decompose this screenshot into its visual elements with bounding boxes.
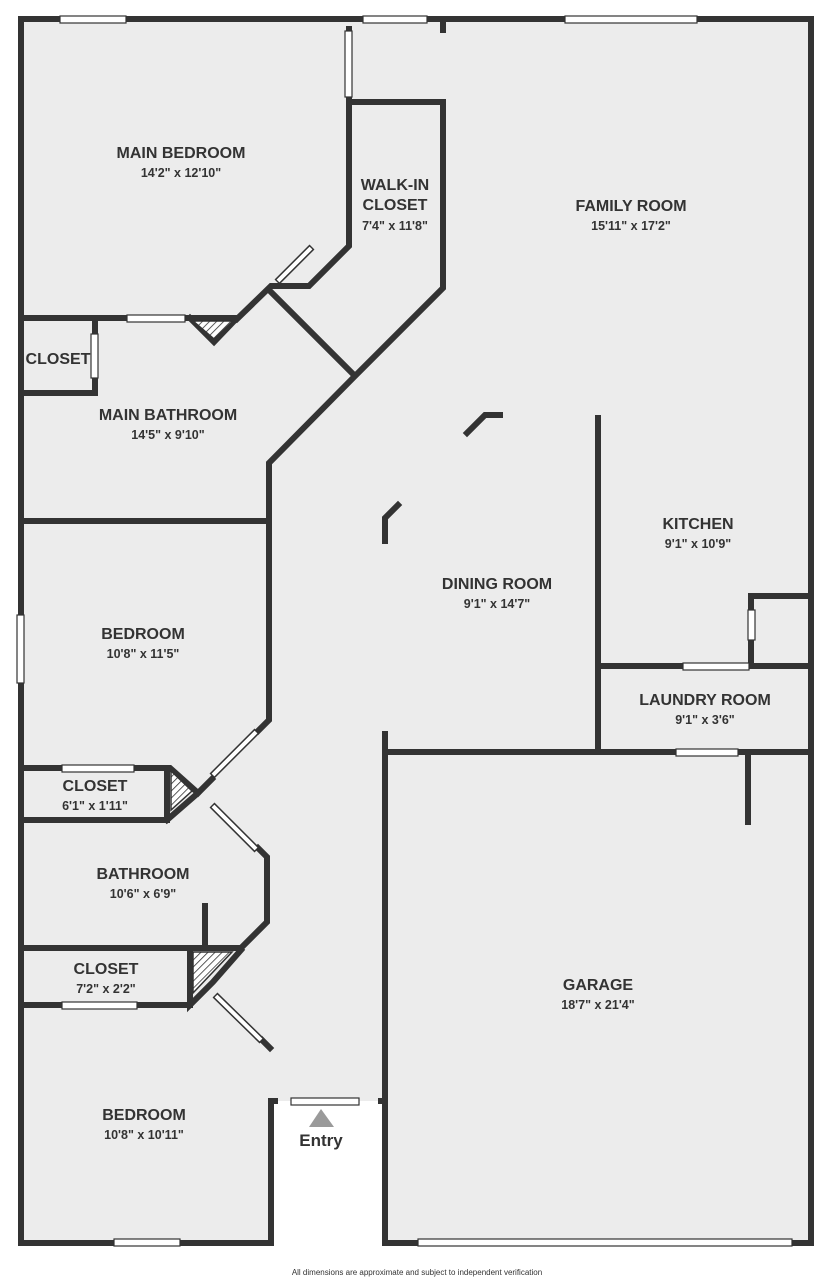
door-kitchen-pantry xyxy=(747,609,756,641)
room-dims-laundry-room: 9'1" x 3'6" xyxy=(675,713,735,727)
door-main-bath xyxy=(126,314,186,323)
room-name-family-room: FAMILY ROOM xyxy=(575,198,686,215)
window-bedroom-left xyxy=(16,614,25,684)
room-name-bedroom-1: BEDROOM xyxy=(101,626,185,643)
exterior-walls xyxy=(18,16,814,1246)
window-bedroom-bottom xyxy=(113,1238,181,1247)
openings xyxy=(16,15,793,1247)
room-dims-walk-in: 7'4" x 11'8" xyxy=(362,219,428,233)
room-dims-main-bedroom: 14'2" x 12'10" xyxy=(141,166,221,180)
hatch-closet-2 xyxy=(192,951,234,995)
room-name-laundry-room: LAUNDRY ROOM xyxy=(639,692,771,709)
room-name-main-bedroom: MAIN BEDROOM xyxy=(117,145,246,162)
window-family-room xyxy=(564,15,698,24)
room-name-garage: GARAGE xyxy=(563,977,634,994)
room-name-closet-main: CLOSET xyxy=(26,351,91,368)
room-name-walk-in-1: WALK-IN xyxy=(361,177,429,194)
door-closet-1 xyxy=(61,764,135,773)
room-dims-bathroom: 10'6" x 6'9" xyxy=(110,887,177,901)
room-name-bathroom: BATHROOM xyxy=(96,866,189,883)
room-dims-family-room: 15'11" x 17'2" xyxy=(591,219,671,233)
room-name-bedroom-2: BEDROOM xyxy=(102,1107,186,1124)
room-name-closet-1: CLOSET xyxy=(63,778,128,795)
room-dims-closet-1: 6'1" x 1'11" xyxy=(62,799,128,813)
room-dims-bedroom-1: 10'8" x 11'5" xyxy=(107,647,180,661)
room-dims-closet-2: 7'2" x 2'2" xyxy=(76,982,136,996)
room-dims-kitchen: 9'1" x 10'9" xyxy=(665,537,732,551)
entry-label: Entry xyxy=(299,1131,343,1150)
hatch-closet-1 xyxy=(170,769,194,812)
room-name-dining-room: DINING ROOM xyxy=(442,576,552,593)
entry-arrow-icon xyxy=(309,1109,334,1127)
garage-door xyxy=(417,1238,793,1247)
door-closet-2 xyxy=(61,1001,138,1010)
interior-walls xyxy=(18,16,814,1053)
hatch-main-bath xyxy=(190,320,235,341)
room-dims-main-bathroom: 14'5" x 9'10" xyxy=(131,428,204,442)
room-dims-garage: 18'7" x 21'4" xyxy=(561,998,634,1012)
room-dims-dining-room: 9'1" x 14'7" xyxy=(464,597,531,611)
door-laundry xyxy=(682,662,750,671)
room-labels: MAIN BEDROOM 14'2" x 12'10" WALK-IN CLOS… xyxy=(26,145,771,1142)
door-main-bedroom xyxy=(344,30,353,98)
entry-marker: Entry xyxy=(299,1109,343,1150)
door-closet-main xyxy=(90,333,99,379)
entry-door xyxy=(290,1097,360,1106)
room-name-closet-2: CLOSET xyxy=(74,961,139,978)
room-name-main-bathroom: MAIN BATHROOM xyxy=(99,407,237,424)
window-main-bedroom xyxy=(59,15,127,24)
room-dims-bedroom-2: 10'8" x 10'11" xyxy=(104,1128,184,1142)
hatch-areas xyxy=(170,320,235,995)
footer-note: All dimensions are approximate and subje… xyxy=(292,1268,542,1277)
room-name-walk-in-2: CLOSET xyxy=(363,197,428,214)
room-name-kitchen: KITCHEN xyxy=(662,516,733,533)
door-family-top xyxy=(362,15,428,24)
door-garage xyxy=(675,748,739,757)
